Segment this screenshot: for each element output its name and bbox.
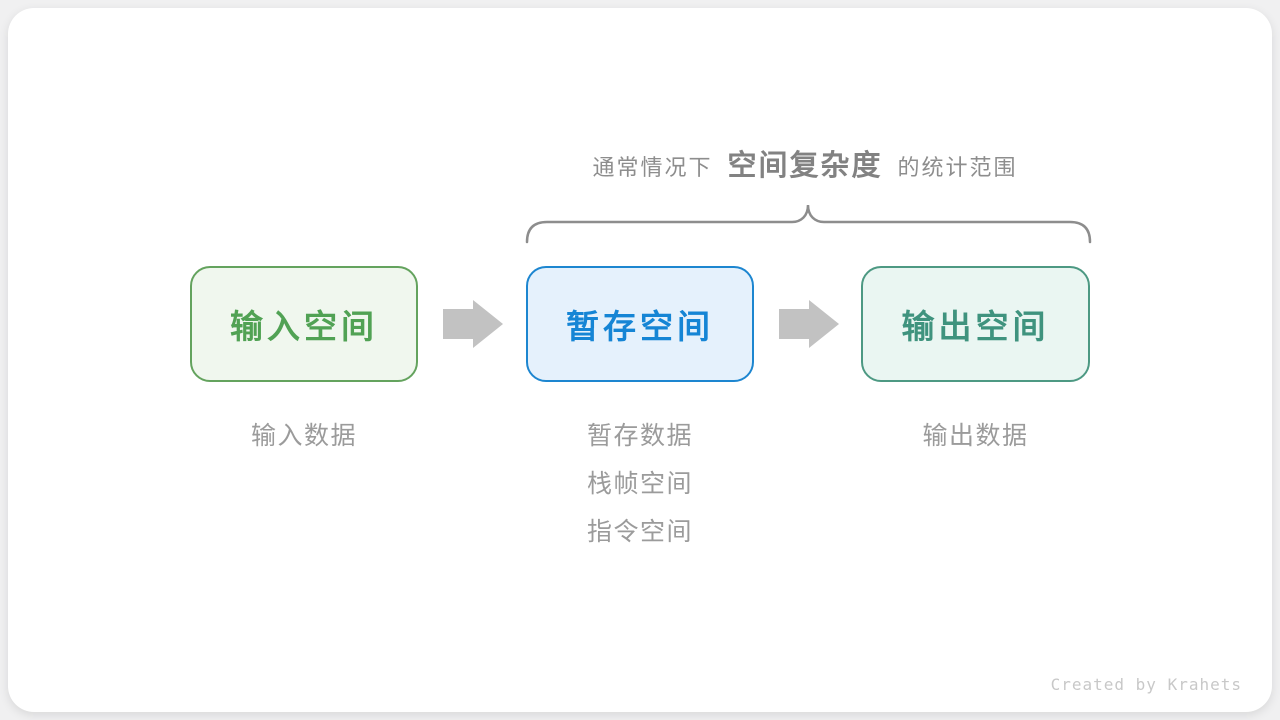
arrow-right-icon (443, 300, 503, 348)
annotation-input-data: 输入数据 (250, 422, 357, 450)
curly-brace-icon (525, 204, 1092, 244)
annotation-output-data: 输出数据 (922, 422, 1029, 450)
scope-caption: 通常情况下 空间复杂度 的统计范围 (450, 142, 1160, 186)
annotations-temp: 暂存数据 栈帧空间 指令空间 (526, 412, 754, 556)
annotation-instruction-space: 指令空间 (586, 518, 693, 546)
scope-caption-highlight: 空间复杂度 (727, 150, 883, 182)
box-input-space: 输入空间 (190, 266, 418, 382)
scope-caption-suffix: 的统计范围 (897, 155, 1018, 180)
box-input-space-label: 输入空间 (230, 308, 378, 345)
annotations-output: 输出数据 (861, 412, 1090, 460)
scope-caption-prefix: 通常情况下 (592, 155, 713, 180)
arrow-right-icon (779, 300, 839, 348)
box-output-space: 输出空间 (861, 266, 1090, 382)
annotations-input: 输入数据 (190, 412, 418, 460)
annotation-stack-frame-space: 栈帧空间 (586, 470, 693, 498)
credit-text: Created by Krahets (1050, 675, 1242, 694)
annotation-temp-data: 暂存数据 (586, 422, 693, 450)
box-output-space-label: 输出空间 (901, 308, 1050, 345)
box-temp-space: 暂存空间 (526, 266, 754, 382)
box-temp-space-label: 暂存空间 (566, 308, 714, 345)
